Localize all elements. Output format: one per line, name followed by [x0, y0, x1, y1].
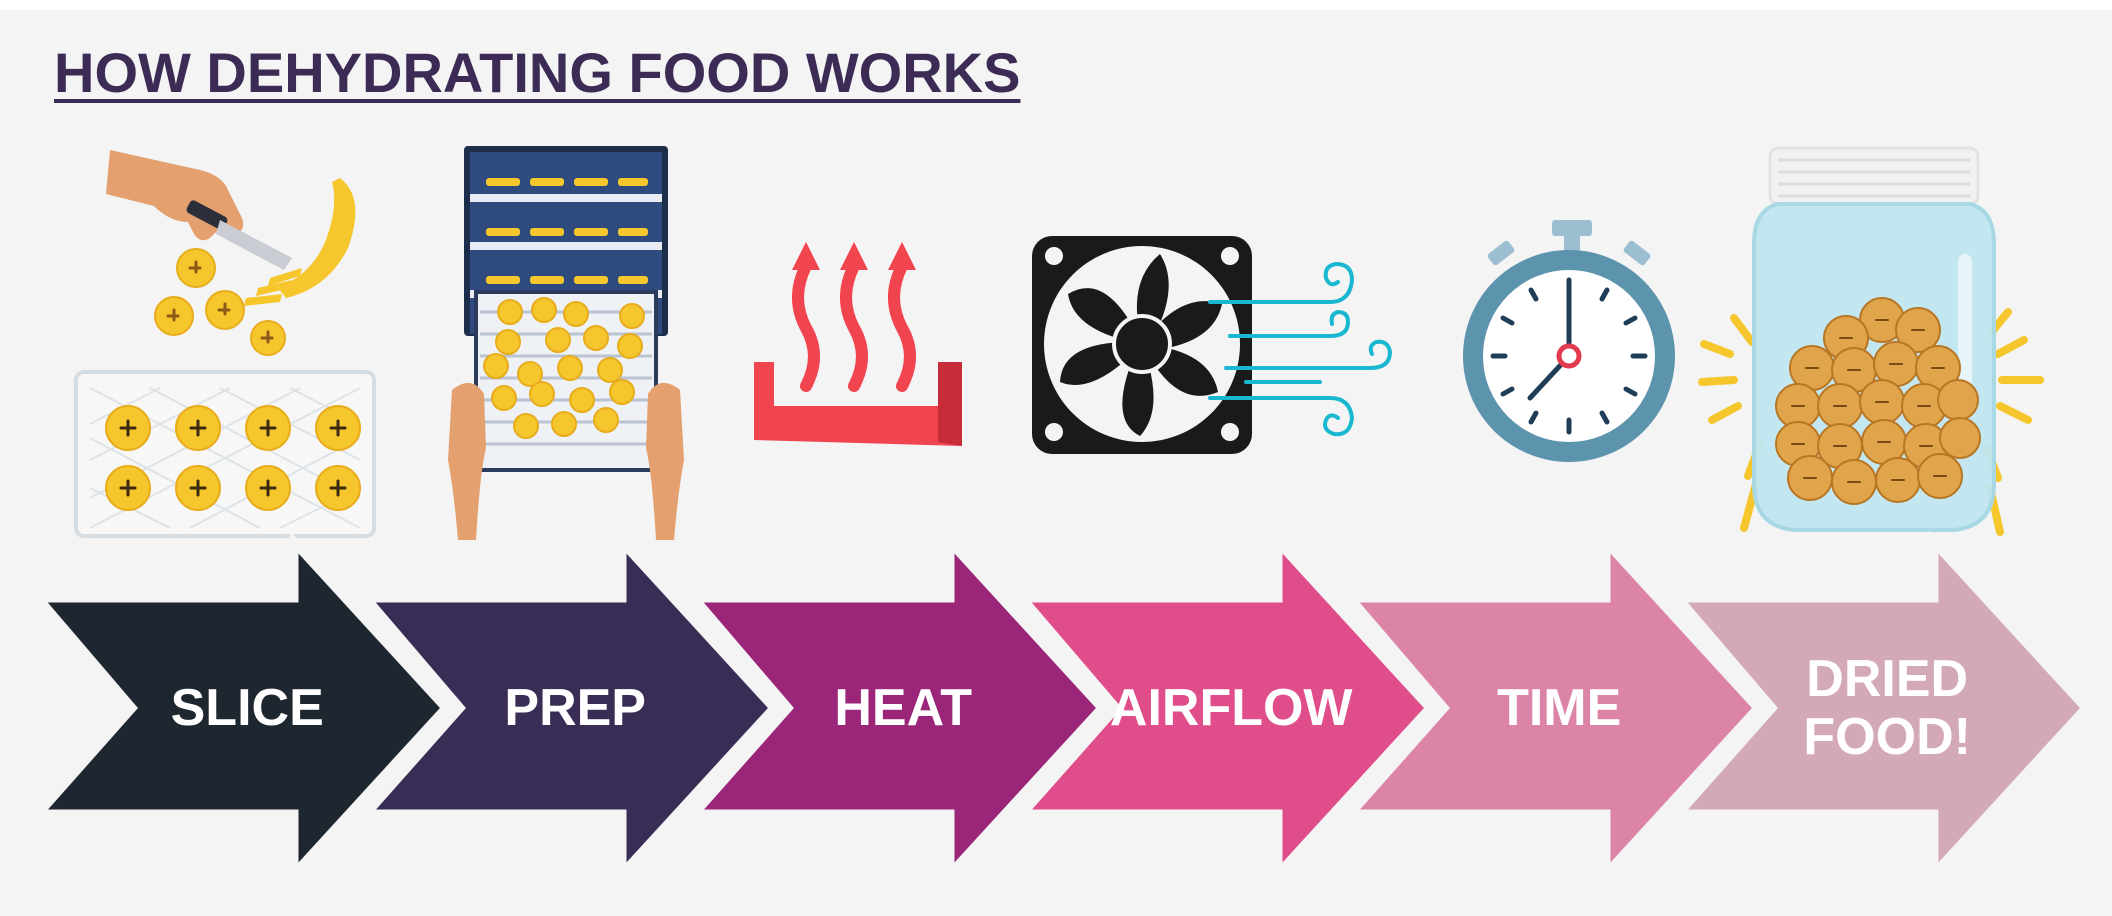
page-title: HOW DEHYDRATING FOOD WORKS	[54, 41, 1021, 104]
arrow-shape	[355, 530, 781, 886]
arrow-shape	[27, 530, 453, 886]
fan-airflow-icon	[1032, 236, 1393, 454]
hand-knife-banana-slices-icon	[74, 150, 376, 538]
arrow-step: HEAT	[683, 530, 1109, 886]
arrow-step: PREP	[355, 530, 781, 886]
arrow-shape	[1667, 530, 2093, 886]
arrow-step: SLICE	[27, 530, 453, 886]
arrow-label: DRIED	[1806, 650, 1968, 708]
heat-waves-icon	[754, 242, 962, 446]
arrow-shape	[683, 530, 1109, 886]
dehydrator-trays-icon	[448, 146, 684, 540]
arrow-label: PREP	[504, 679, 646, 737]
arrow-shape	[1011, 530, 1437, 886]
stopwatch-icon	[1463, 220, 1675, 462]
jar-dried-food-icon	[1698, 146, 2044, 536]
arrow-label: FOOD!	[1803, 708, 1971, 766]
arrow-label: TIME	[1497, 679, 1621, 737]
arrow-label: HEAT	[834, 679, 972, 737]
arrow-label: SLICE	[171, 679, 324, 737]
arrow-label: AIRFLOW	[1110, 679, 1354, 737]
arrow-step: TIME	[1339, 530, 1765, 886]
arrow-shape	[1339, 530, 1765, 886]
infographic-canvas: HOW DEHYDRATING FOOD WORKS	[0, 10, 2112, 916]
arrow-step: AIRFLOW	[1011, 530, 1437, 886]
